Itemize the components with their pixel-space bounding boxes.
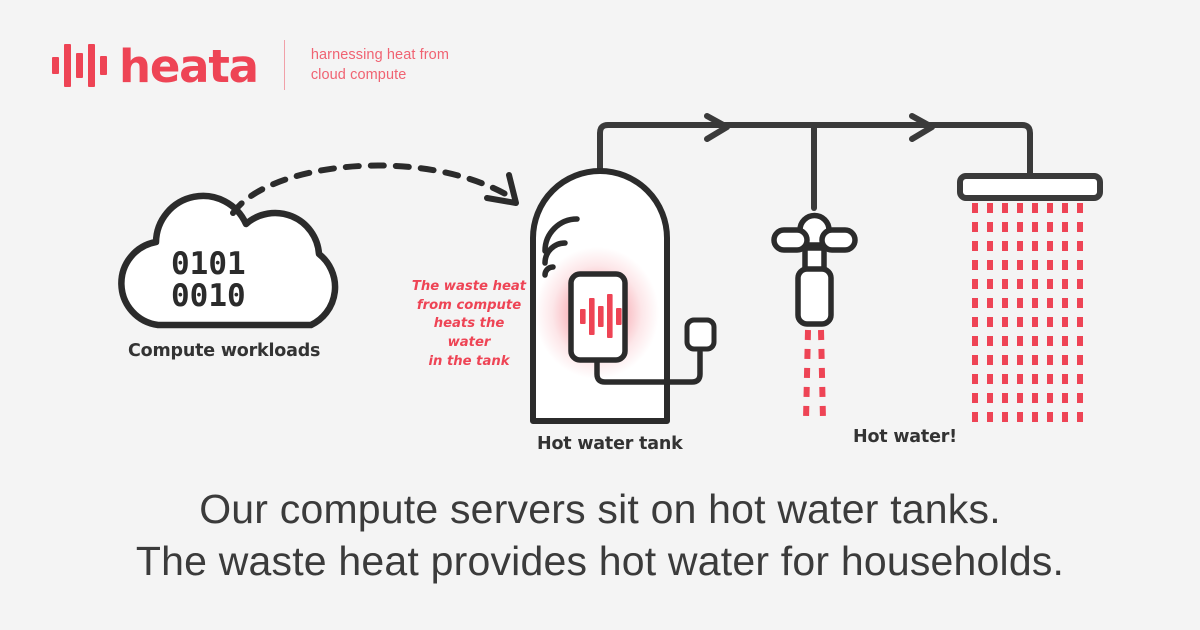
brand-tagline-line-2: cloud compute: [310, 67, 407, 83]
hot-water-tank-label: Hot water tank: [537, 434, 683, 454]
header-divider: [283, 40, 285, 90]
chevron-right-icon: [909, 113, 935, 142]
caption-line-1: Our compute servers sit on hot water tan…: [199, 486, 1001, 532]
caption-line-2: The waste heat provides hot water for ho…: [135, 538, 1065, 585]
brand-tagline: harnessing heat from cloud compute: [311, 45, 449, 85]
cloud-binary-line-1: 0101: [171, 246, 246, 282]
hot-water-tank-icon: [530, 168, 670, 424]
hot-water-label: Hot water!: [853, 427, 957, 447]
device-power-cable: [594, 317, 717, 385]
brand-header: heata harnessing heat from cloud compute: [52, 38, 449, 92]
tap-faucet-icon: [771, 212, 858, 421]
compute-workloads-label: Compute workloads: [128, 341, 321, 361]
waste-heat-annotation: The waste heat from compute heats the wa…: [410, 278, 528, 372]
brand-wordmark: heata: [119, 39, 259, 93]
wifi-icon: [542, 216, 580, 278]
annotation-line-4: in the tank: [428, 353, 510, 369]
shower-head-icon: [957, 173, 1103, 422]
cloud-binary-line-2: 0010: [171, 277, 246, 314]
chevron-right-icon: [704, 113, 730, 142]
heata-device-icon: [568, 271, 628, 363]
annotation-line-3: heats the water: [433, 316, 505, 351]
brand-tagline-line-1: harnessing heat from: [310, 47, 450, 63]
dashed-curved-arrow-icon: [230, 162, 519, 216]
plug-socket-icon: [684, 317, 717, 352]
annotation-line-1: The waste heat: [411, 279, 527, 294]
cloud-binary-text: 0101 0010: [171, 246, 246, 314]
pipe-network: [597, 113, 1033, 211]
heata-bars-icon: [52, 43, 107, 87]
poster-caption: Our compute servers sit on hot water tan…: [0, 483, 1200, 588]
annotation-line-2: from compute: [416, 297, 522, 313]
